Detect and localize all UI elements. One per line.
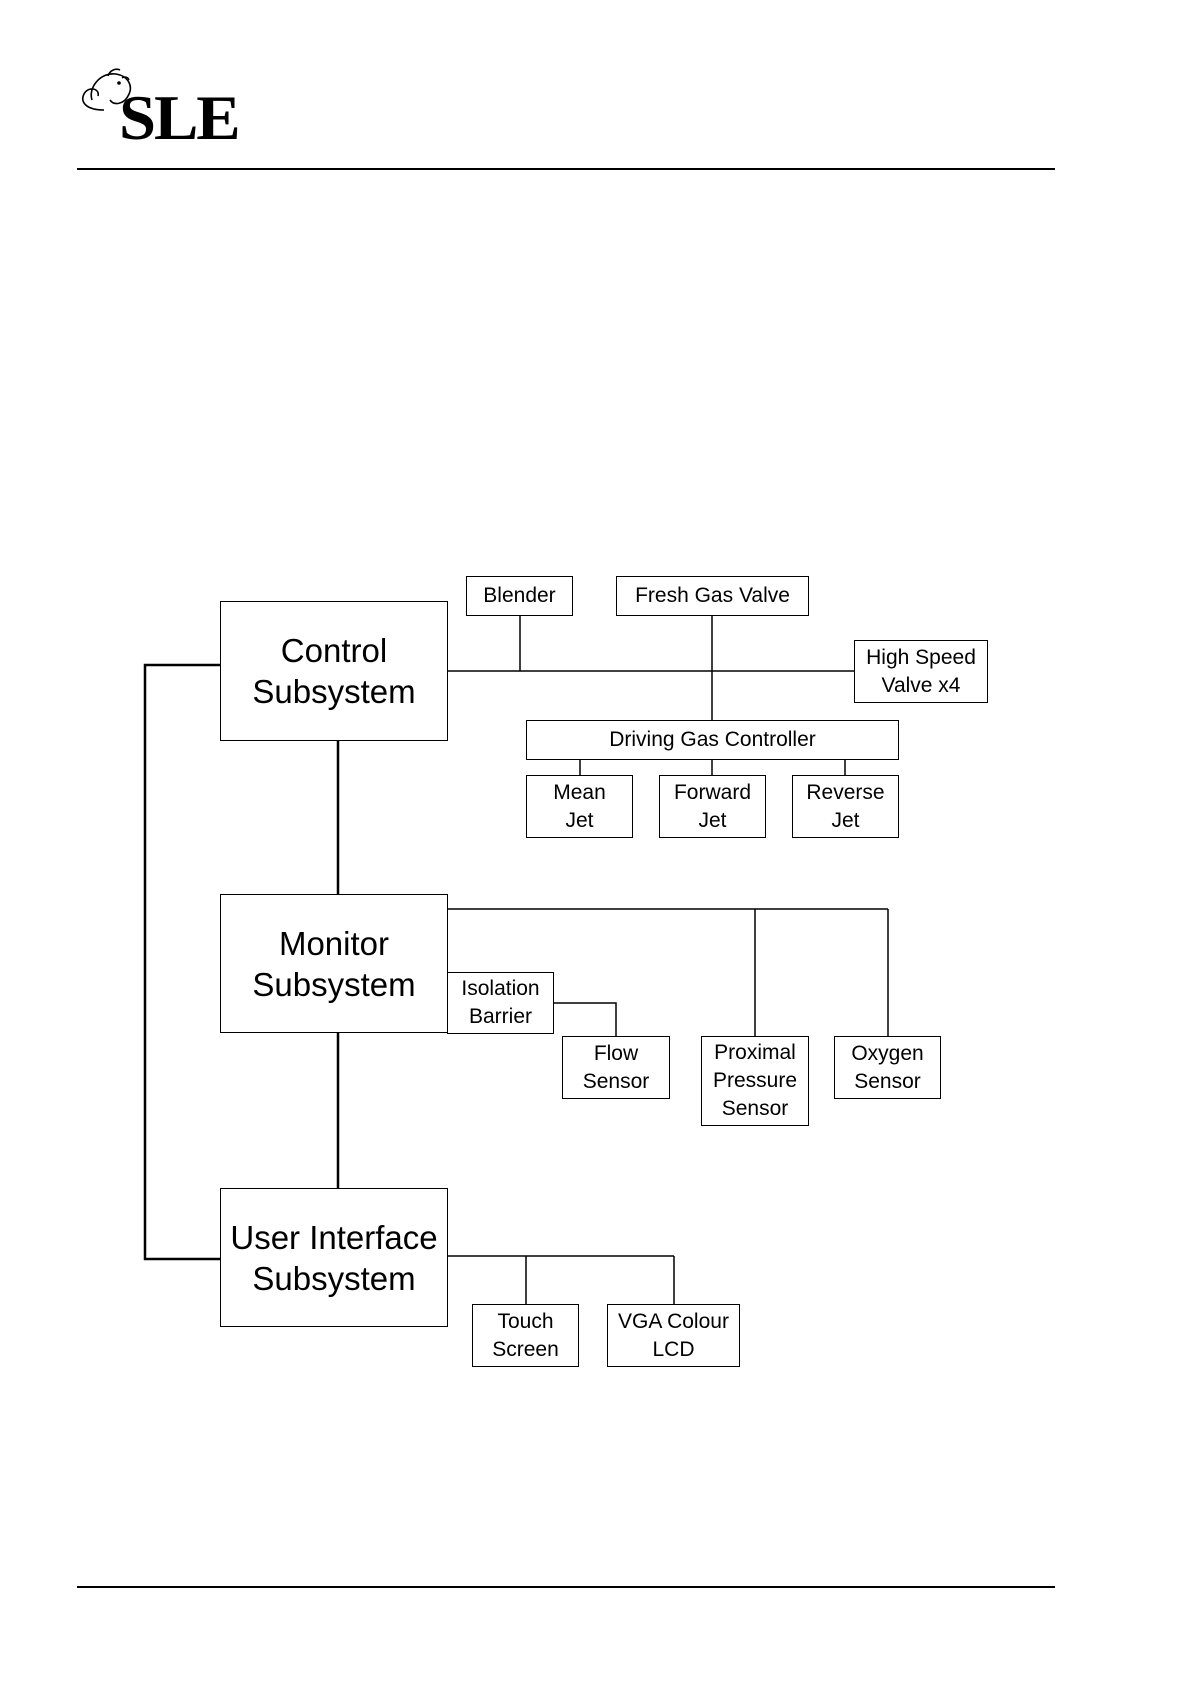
driving-gas-controller-box: Driving Gas Controller [526, 720, 899, 760]
flow-sensor-box: Flow Sensor [562, 1036, 670, 1099]
proximal-pressure-sensor-box: Proximal Pressure Sensor [701, 1036, 809, 1126]
isolation-barrier-box: Isolation Barrier [447, 972, 554, 1034]
oxygen-sensor-box: Oxygen Sensor [834, 1036, 941, 1099]
touch-screen-box: Touch Screen [472, 1304, 579, 1367]
control-subsystem-box: Control Subsystem [220, 601, 448, 741]
vga-colour-lcd-box: VGA Colour LCD [607, 1304, 740, 1367]
mean-jet-box: Mean Jet [526, 775, 633, 838]
reverse-jet-box: Reverse Jet [792, 775, 899, 838]
high-speed-valve-box: High Speed Valve x4 [854, 640, 988, 703]
user-interface-subsystem-box: User Interface Subsystem [220, 1188, 448, 1327]
flow-sensor-connector [553, 1003, 616, 1037]
forward-jet-box: Forward Jet [659, 775, 766, 838]
footer-rule [77, 1586, 1055, 1588]
fresh-gas-valve-box: Fresh Gas Valve [616, 576, 809, 616]
monitor-subsystem-box: Monitor Subsystem [220, 894, 448, 1033]
blender-box: Blender [466, 576, 573, 616]
control-ui-link [145, 665, 220, 1259]
